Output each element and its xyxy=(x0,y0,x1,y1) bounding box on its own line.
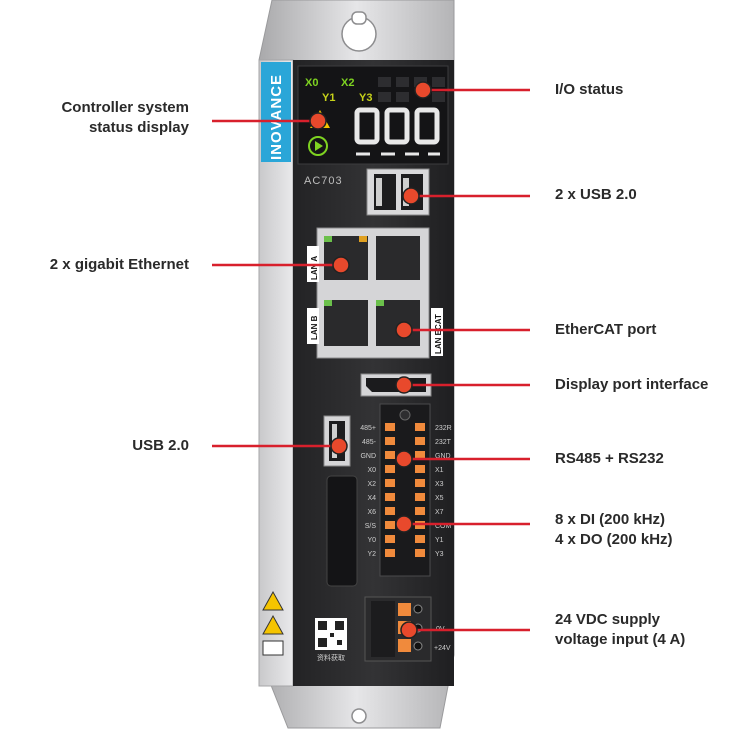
terminal-label-left: X4 xyxy=(367,495,376,502)
terminal-label-left: X6 xyxy=(367,509,376,516)
terminal-release-right xyxy=(415,479,425,487)
marker-power xyxy=(400,621,418,639)
callout-power-line2: voltage input (4 A) xyxy=(555,631,686,648)
terminal-release-right xyxy=(415,507,425,515)
callout-dio: 8 x DI (200 kHz) 4 x DO (200 kHz) xyxy=(555,510,673,550)
terminal-release-left xyxy=(385,521,395,529)
callout-io-status: I/O status xyxy=(555,81,624,98)
terminal-release-right xyxy=(415,465,425,473)
io-led-x0: X0 xyxy=(305,77,318,89)
callout-lines xyxy=(212,88,530,632)
brand-logo: INOVANCE xyxy=(261,62,291,162)
qr-caption: 资料获取 xyxy=(317,653,345,662)
marker-ethercat xyxy=(395,321,413,339)
terminal-label-left: 485+ xyxy=(360,425,376,432)
terminal-label-left: S/S xyxy=(365,523,377,530)
callout-ethernet: 2 x gigabit Ethernet xyxy=(49,256,189,273)
qr-code: 资料获取 xyxy=(315,618,347,662)
terminal-label-right: Y1 xyxy=(435,537,444,544)
marker-dio xyxy=(395,515,413,533)
terminal-label-right: X1 xyxy=(435,467,444,474)
callout-ethercat: EtherCAT port xyxy=(555,321,657,338)
terminal-label-right: X3 xyxy=(435,481,444,488)
callout-rs485: RS485 + RS232 xyxy=(555,450,664,467)
terminal-release-left xyxy=(385,507,395,515)
terminal-label-right: GND xyxy=(435,453,451,460)
terminal-release-left xyxy=(385,437,395,445)
marker-usb-top xyxy=(402,187,420,205)
terminal-label-right: X5 xyxy=(435,495,444,502)
io-led-y3: Y3 xyxy=(359,92,372,104)
terminal-release-left xyxy=(385,465,395,473)
terminal-release-left xyxy=(385,479,395,487)
marker-rs485 xyxy=(395,450,413,468)
terminal-label-right: 232T xyxy=(435,439,452,446)
io-led-y1: Y1 xyxy=(322,92,335,104)
safety-labels xyxy=(262,590,284,656)
power-label-24v: +24V xyxy=(434,645,451,652)
terminal-label-right: COM xyxy=(435,523,452,530)
callout-displayport: Display port interface xyxy=(555,376,709,393)
terminal-release-left xyxy=(385,451,395,459)
usb-top-ports xyxy=(366,168,430,216)
ethernet-ports-block: LAN A LAN B LAN ECAT xyxy=(307,227,443,359)
terminal-release-right xyxy=(415,437,425,445)
terminal-label-right: Y3 xyxy=(435,551,444,558)
marker-ethernet xyxy=(332,256,350,274)
run-led-icon xyxy=(308,136,328,156)
terminal-release-left xyxy=(385,493,395,501)
lan-b-label: LAN B xyxy=(310,315,319,340)
marker-status-display xyxy=(309,112,327,130)
warning-triangle-icon xyxy=(262,590,284,611)
terminal-label-left: X0 xyxy=(367,467,376,474)
lan-ecat-label: LAN ECAT xyxy=(434,314,443,354)
terminal-label-left: Y2 xyxy=(367,551,376,558)
marker-displayport xyxy=(395,376,413,394)
sd-card-slot xyxy=(326,475,358,587)
callout-markers xyxy=(309,81,432,639)
terminal-release-right xyxy=(415,451,425,459)
hot-surface-warning-icon xyxy=(262,614,284,635)
svg-text:INOVANCE: INOVANCE xyxy=(268,74,285,160)
manual-icon xyxy=(262,640,284,656)
side-panel xyxy=(258,59,294,687)
marker-usb-side xyxy=(330,437,348,455)
terminal-label-left: 485- xyxy=(362,439,377,446)
terminal-label-left: GND xyxy=(360,453,376,460)
terminal-label-right: 232R xyxy=(435,425,452,432)
marker-io-status xyxy=(414,81,432,99)
terminal-release-right xyxy=(415,493,425,501)
terminal-release-left xyxy=(385,549,395,557)
callout-dio-line1: 8 x DI (200 kHz) xyxy=(555,511,666,528)
callout-dio-line2: 4 x DO (200 kHz) xyxy=(555,531,673,548)
terminal-label-left: X2 xyxy=(367,481,376,488)
terminal-label-right: X7 xyxy=(435,509,444,516)
terminal-release-right xyxy=(415,549,425,557)
terminal-release-left xyxy=(385,535,395,543)
callout-status-display-line1: Controller system xyxy=(61,99,189,116)
io-led-x2: X2 xyxy=(341,77,354,89)
callout-status-display: Controller system status display xyxy=(61,98,189,138)
callout-power: 24 VDC supply voltage input (4 A) xyxy=(555,610,685,650)
terminal-release-left xyxy=(385,423,395,431)
io-terminal-block xyxy=(379,403,431,577)
terminal-release-right xyxy=(415,535,425,543)
model-label: AC703 xyxy=(304,175,343,187)
callout-status-display-line2: status display xyxy=(88,119,189,136)
callout-power-line1: 24 VDC supply xyxy=(555,611,661,628)
terminal-label-left: Y0 xyxy=(367,537,376,544)
callout-usb-top: 2 x USB 2.0 xyxy=(555,186,637,203)
callout-usb-side: USB 2.0 xyxy=(132,437,189,454)
lan-a-label: LAN A xyxy=(310,256,319,280)
terminal-release-right xyxy=(415,423,425,431)
